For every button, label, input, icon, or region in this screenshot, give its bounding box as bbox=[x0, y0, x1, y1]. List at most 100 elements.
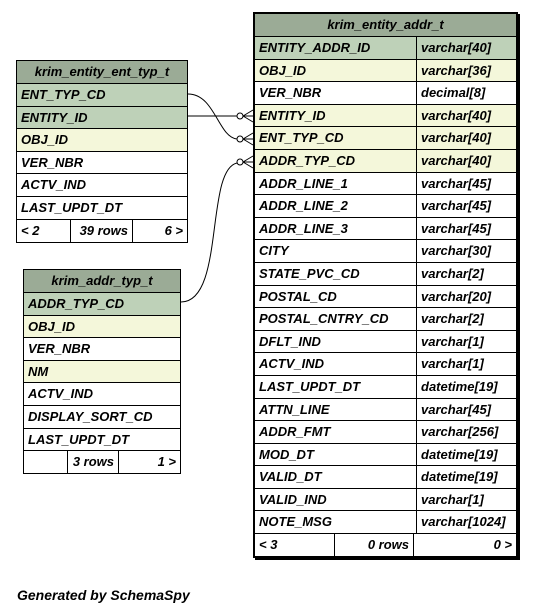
parent-count bbox=[24, 451, 68, 474]
column-row[interactable]: ADDR_LINE_1 varchar[45] bbox=[255, 172, 516, 196]
column-name: OBJ_ID bbox=[21, 132, 68, 148]
column-type: varchar[1] bbox=[416, 488, 516, 511]
column-list: ADDR_TYP_CD OBJ_ID VER_NBR NM ACTV_IND DISPLA… bbox=[24, 293, 180, 452]
generated-by-label: Generated by SchemaSpy bbox=[17, 587, 190, 603]
column-type: varchar[2] bbox=[416, 262, 516, 285]
column-row[interactable]: NM bbox=[24, 360, 180, 384]
column-type: varchar[36] bbox=[416, 59, 516, 82]
table-krim-entity-ent-typ-t[interactable]: krim_entity_ent_typ_t ENT_TYP_CD ENTITY_I… bbox=[16, 60, 188, 243]
row-count: 0 rows bbox=[335, 534, 414, 557]
column-name: NM bbox=[28, 363, 49, 379]
child-count[interactable]: 6 > bbox=[164, 222, 183, 238]
column-type: varchar[45] bbox=[416, 217, 516, 240]
column-type: varchar[1024] bbox=[416, 511, 516, 534]
column-type: decimal[8] bbox=[416, 82, 516, 104]
row-count: 3 rows bbox=[68, 451, 119, 474]
table-footer: < 2 39 rows 6 > bbox=[17, 219, 187, 242]
column-name: DISPLAY_SORT_CD bbox=[28, 408, 153, 424]
column-type: varchar[40] bbox=[416, 37, 516, 59]
column-name: ADDR_LINE_1 bbox=[259, 175, 348, 191]
column-type: varchar[1] bbox=[416, 353, 516, 375]
column-row[interactable]: ENT_TYP_CD bbox=[17, 84, 187, 107]
column-row[interactable]: DISPLAY_SORT_CD bbox=[24, 405, 180, 429]
child-count[interactable]: 1 > bbox=[157, 454, 176, 470]
crowfoot-marker-entity-id bbox=[236, 109, 254, 123]
column-row[interactable]: VER_NBR bbox=[17, 151, 187, 175]
column-row[interactable]: ADDR_TYP_CD bbox=[24, 293, 180, 316]
column-name: VER_NBR bbox=[259, 85, 322, 101]
child-count: 0 > bbox=[493, 537, 512, 553]
column-name: VER_NBR bbox=[28, 341, 91, 357]
relationship-line-addr-typ-cd bbox=[180, 162, 238, 303]
column-name: ENTITY_ID bbox=[21, 109, 88, 125]
column-row[interactable]: ACTV_IND varchar[1] bbox=[255, 353, 516, 376]
column-name: ADDR_LINE_3 bbox=[259, 220, 348, 236]
column-row[interactable]: ACTV_IND bbox=[24, 383, 180, 406]
column-name: ENTITY_ADDR_ID bbox=[259, 40, 371, 55]
column-row[interactable]: LAST_UPDT_DT bbox=[17, 196, 187, 220]
column-name: LAST_UPDT_DT bbox=[21, 199, 123, 215]
column-name: ENT_TYP_CD bbox=[21, 87, 106, 102]
table-footer: 3 rows 1 > bbox=[24, 451, 180, 474]
column-name: ADDR_LINE_2 bbox=[259, 198, 348, 214]
column-type: varchar[40] bbox=[416, 104, 516, 127]
column-name: ACTV_IND bbox=[259, 356, 325, 372]
column-type: datetime[19] bbox=[416, 375, 516, 398]
column-name: DFLT_IND bbox=[259, 333, 321, 349]
column-name: ADDR_TYP_CD bbox=[259, 152, 356, 168]
crowfoot-marker-ent-typ-cd bbox=[187, 93, 254, 146]
column-row[interactable]: LAST_UPDT_DT datetime[19] bbox=[255, 375, 516, 399]
column-row[interactable]: LAST_UPDT_DT bbox=[24, 428, 180, 452]
column-row[interactable]: ENTITY_ID bbox=[17, 106, 187, 130]
column-name: ENTITY_ID bbox=[259, 107, 326, 123]
column-type: varchar[45] bbox=[416, 398, 516, 421]
column-row[interactable]: VER_NBR bbox=[24, 338, 180, 361]
table-title: krim_entity_ent_typ_t bbox=[17, 61, 187, 84]
column-row[interactable]: ADDR_LINE_2 varchar[45] bbox=[255, 195, 516, 218]
column-list: ENT_TYP_CD ENTITY_ID OBJ_ID VER_NBR ACTV_IND… bbox=[17, 84, 187, 220]
column-row[interactable]: OBJ_ID bbox=[17, 129, 187, 152]
column-type: varchar[45] bbox=[416, 195, 516, 217]
column-name: CITY bbox=[259, 243, 289, 259]
parent-count[interactable]: < 2 bbox=[17, 219, 71, 242]
column-row[interactable]: VALID_IND varchar[1] bbox=[255, 488, 516, 512]
parent-count[interactable]: < 3 bbox=[255, 534, 335, 557]
column-type: varchar[256] bbox=[416, 421, 516, 443]
column-row[interactable]: VER_NBR decimal[8] bbox=[255, 82, 516, 105]
column-row[interactable]: ENTITY_ADDR_ID varchar[40] bbox=[255, 37, 516, 60]
column-type: varchar[2] bbox=[416, 308, 516, 330]
column-name: NOTE_MSG bbox=[259, 514, 332, 530]
column-row[interactable]: ENTITY_ID varchar[40] bbox=[255, 104, 516, 128]
column-name: LAST_UPDT_DT bbox=[259, 378, 361, 394]
column-name: ADDR_TYP_CD bbox=[28, 296, 125, 311]
column-row[interactable]: ADDR_LINE_3 varchar[45] bbox=[255, 217, 516, 241]
column-name: OBJ_ID bbox=[259, 62, 306, 78]
column-name: ENT_TYP_CD bbox=[259, 130, 344, 146]
column-name: ACTV_IND bbox=[21, 177, 87, 193]
column-type: varchar[45] bbox=[416, 172, 516, 195]
column-list: ENTITY_ADDR_ID varchar[40] OBJ_ID varchar[3… bbox=[255, 37, 516, 535]
column-row[interactable]: ADDR_FMT varchar[256] bbox=[255, 421, 516, 444]
column-row[interactable]: NOTE_MSG varchar[1024] bbox=[255, 511, 516, 535]
column-type: varchar[20] bbox=[416, 285, 516, 308]
table-krim-addr-typ-t[interactable]: krim_addr_typ_t ADDR_TYP_CD OBJ_ID VER_NBR… bbox=[23, 269, 181, 475]
column-name: ADDR_FMT bbox=[259, 424, 331, 440]
column-row[interactable]: OBJ_ID varchar[36] bbox=[255, 59, 516, 83]
column-row[interactable]: ACTV_IND bbox=[17, 174, 187, 197]
table-title: krim_addr_typ_t bbox=[24, 270, 180, 293]
column-name: VALID_IND bbox=[259, 491, 327, 507]
table-footer: < 3 0 rows 0 > bbox=[255, 534, 516, 557]
column-row[interactable]: OBJ_ID bbox=[24, 315, 180, 339]
